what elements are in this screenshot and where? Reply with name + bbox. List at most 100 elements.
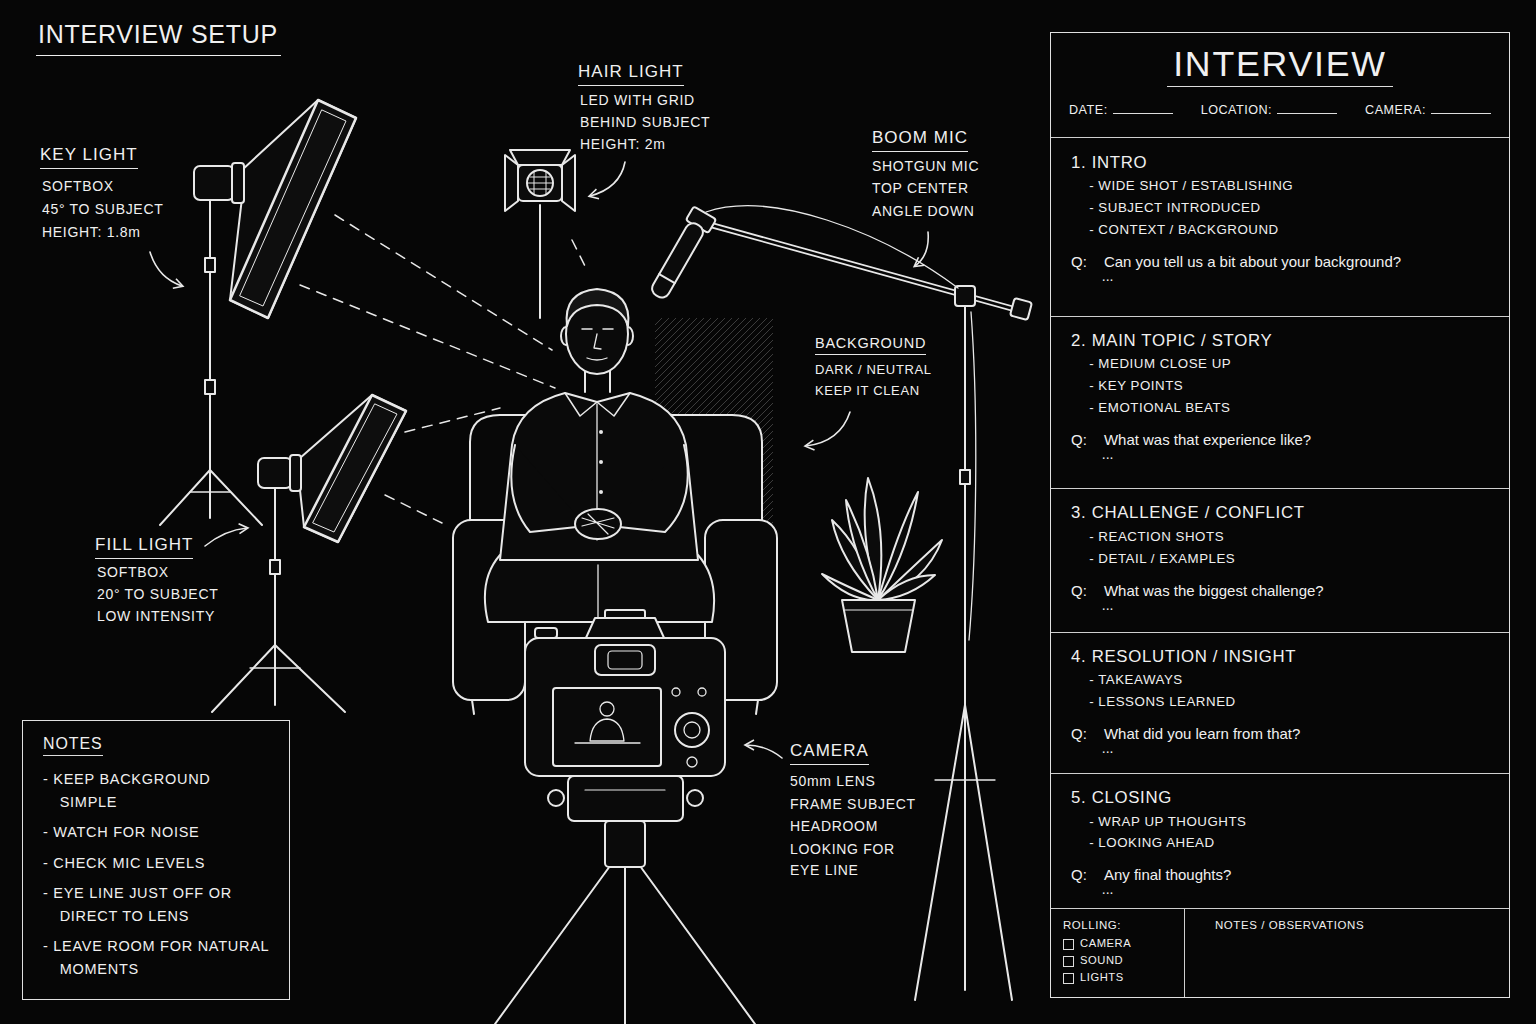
interview-subject: [599, 430, 603, 434]
camera-tripod: [687, 790, 703, 806]
leader-arrow: [915, 232, 928, 266]
answer-space: ...: [1102, 270, 1491, 283]
camera: [553, 688, 661, 766]
interview-subject: [485, 555, 714, 622]
boom-mic: [955, 286, 975, 306]
form-field: LOCATION:: [1201, 103, 1337, 137]
section-heading: 1. INTRO: [1071, 151, 1491, 175]
interview-subject: [599, 490, 603, 494]
key-light: [210, 470, 262, 525]
callout-text: SHOTGUN MIC: [872, 158, 979, 174]
key-light: [190, 491, 230, 492]
question-text: What was the biggest challenge?: [1104, 582, 1490, 599]
text-group: 2. MAIN TOPIC / STORY: [1071, 329, 1491, 353]
armchair: [472, 700, 474, 714]
question-text: Can you tell us a bit about your backgro…: [1104, 253, 1490, 270]
hair-light: [528, 183, 552, 184]
interview-subject: [599, 460, 603, 464]
camera: [672, 688, 680, 696]
fill-light: [300, 395, 406, 542]
shot-item: - DETAIL / EXAMPLES: [1089, 548, 1491, 570]
interview-subject: [567, 289, 629, 326]
callout-text: ANGLE DOWN: [872, 203, 975, 219]
text-group: DATE:LOCATION:CAMERA:: [1051, 89, 1509, 138]
camera-tripod: [585, 789, 665, 790]
key-light: [240, 110, 346, 306]
sheet-section: 5. CLOSING- WRAP UP THOUGHTS- LOOKING AH…: [1051, 774, 1509, 908]
text-group: Q:What did you learn from that?: [1071, 725, 1491, 742]
camera: [525, 610, 725, 776]
note-item: - LEAVE ROOM FOR NATURAL MOMENTS: [43, 935, 269, 981]
plant: [842, 600, 915, 652]
sheet-section: 4. RESOLUTION / INSIGHT- TAKEAWAYS- LESS…: [1051, 633, 1509, 774]
plant: [878, 540, 942, 600]
text-group: 4. RESOLUTION / INSIGHT: [1071, 645, 1491, 669]
section-heading: 4. RESOLUTION / INSIGHT: [1071, 645, 1491, 669]
camera: [675, 713, 709, 747]
interview-subject: [582, 328, 592, 330]
callout-text: HEIGHT: 2m: [580, 136, 666, 152]
camera-tripod: [495, 866, 610, 1024]
interview-subject: [500, 393, 698, 560]
text-group: Q:Any final thoughts?: [1071, 866, 1491, 883]
shot-item: - EMOTIONAL BEATS: [1089, 397, 1491, 419]
shot-item: - REACTION SHOTS: [1089, 526, 1491, 548]
boom-mic: [649, 220, 706, 300]
hair-light: [534, 171, 535, 195]
shot-item: - SUBJECT INTRODUCED: [1089, 197, 1491, 219]
shot-item: - WIDE SHOT / ESTABLISHING: [1089, 175, 1491, 197]
key-light: [209, 200, 211, 208]
section-heading: 2. MAIN TOPIC / STORY: [1071, 329, 1491, 353]
boom-mic: [935, 779, 995, 780]
fill-light: [275, 645, 345, 712]
callout-heading: BOOM MIC: [872, 128, 968, 152]
leader-arrow: [150, 162, 928, 758]
shot-item: - WRAP UP THOUGHTS: [1089, 811, 1491, 833]
sheet-section: 3. CHALLENGE / CONFLICT- REACTION SHOTS-…: [1051, 489, 1509, 632]
interview-sheet: INTERVIEWDATE:LOCATION:CAMERA:1. INTRO- …: [1050, 32, 1510, 998]
fill-light: [274, 488, 276, 494]
callout-heading: FILL LIGHT: [95, 535, 193, 559]
callout-text: TOP CENTER: [872, 180, 969, 196]
boom-mic: [702, 223, 1023, 312]
callout-text: 20° TO SUBJECT: [97, 586, 218, 602]
hair-light: [530, 189, 550, 190]
interview-subject: [603, 328, 613, 330]
hair-light: [546, 171, 547, 195]
light-beam: [335, 215, 552, 350]
plant: [878, 575, 935, 600]
shot-item: - CONTEXT / BACKGROUND: [1089, 219, 1491, 241]
answer-space: ...: [1102, 742, 1491, 755]
callout-text: BEHIND SUBJECT: [580, 114, 710, 130]
boom-mic: [969, 312, 976, 640]
fill-light: [250, 667, 300, 668]
key-light: [232, 163, 244, 203]
callout-text: FRAME SUBJECT: [790, 796, 916, 812]
boom-mic: [960, 470, 970, 484]
fill-light: [304, 395, 406, 542]
rolling-checklist: ROLLING:CAMERASOUNDLIGHTS: [1051, 909, 1184, 997]
question-marker: Q:: [1071, 725, 1104, 742]
camera: [595, 645, 655, 675]
question-marker: Q:: [1071, 253, 1104, 270]
key-light: [194, 166, 234, 200]
question-text: What was that experience like?: [1104, 431, 1490, 448]
callout-heading: HAIR LIGHT: [578, 62, 684, 86]
camera: [600, 702, 614, 716]
callout-text: HEIGHT: 1.8m: [42, 224, 141, 240]
hair-light: [562, 155, 575, 211]
checkbox-item: SOUND: [1063, 952, 1172, 969]
checkbox-item: LIGHTS: [1063, 969, 1172, 986]
text-group: 3. CHALLENGE / CONFLICT: [1071, 501, 1491, 525]
key-light: [209, 470, 211, 518]
callout-heading: CAMERA: [790, 741, 869, 765]
text-group: 1. INTRO: [1071, 151, 1491, 175]
camera: [608, 651, 642, 669]
camera-tripod: [605, 821, 645, 867]
callout-heading: BACKGROUND: [815, 335, 926, 355]
camera: [535, 628, 557, 638]
camera-tripod: [624, 866, 626, 1024]
text-group: ...: [1071, 883, 1491, 896]
plant: [822, 478, 942, 652]
camera: [525, 638, 725, 776]
